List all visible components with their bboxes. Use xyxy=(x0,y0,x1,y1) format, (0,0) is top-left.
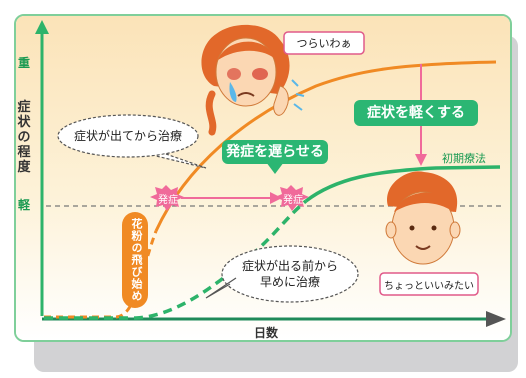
y-axis-arrowhead xyxy=(35,20,49,34)
early-treatment-label: 初期療法 xyxy=(442,152,486,165)
bubble-before-symptoms xyxy=(221,245,359,303)
delay-box-pointer xyxy=(266,162,284,174)
delay-arrow-head xyxy=(270,192,282,204)
suffering-caption-box xyxy=(283,31,365,55)
suffering-face-illustration xyxy=(201,24,305,136)
pollen-start-label: 花粉の飛び始め xyxy=(130,218,143,302)
pollen-start-pill xyxy=(122,212,148,308)
diagram-card: 重 症状の程度 軽 日数 症状が出てから治療 症状が出る前から 早めに治療 発症… xyxy=(14,14,512,342)
onset-label-2: 発症 xyxy=(283,195,303,206)
x-axis-arrowhead xyxy=(486,311,506,327)
y-low-label: 軽 xyxy=(18,198,31,212)
y-high-label: 重 xyxy=(18,56,31,70)
onset-label-1: 発症 xyxy=(158,195,178,206)
lighten-arrow-head xyxy=(415,154,427,166)
suffering-caption: つらいわぁ xyxy=(296,37,352,50)
diagram-canvas xyxy=(16,16,510,340)
lighten-symptoms-box: 症状を軽くする xyxy=(354,100,478,126)
x-axis-title: 日数 xyxy=(254,326,279,340)
onset-burst-2 xyxy=(275,185,309,211)
callout-before-line-2: 早めに治療 xyxy=(259,275,320,289)
green-curve-early-treatment xyxy=(304,165,501,203)
bubble-before-symptoms-tail xyxy=(205,277,237,299)
mild-caption-box xyxy=(379,272,479,296)
onset-burst-1 xyxy=(150,185,184,211)
y-axis-title: 症状の程度 xyxy=(17,100,31,175)
delay-onset-box: 発症を遅らせる xyxy=(222,140,328,164)
orange-curve-after-treatment xyxy=(154,60,497,232)
bubble-after-symptoms-tail xyxy=(155,153,207,169)
bubble-after-symptoms xyxy=(57,114,199,158)
mild-face-illustration xyxy=(385,171,461,265)
mild-caption: ちょっといいみたい xyxy=(384,281,474,292)
orange-curve-dashed xyxy=(44,230,158,319)
callout-before-line-1: 症状が出る前から xyxy=(241,259,338,273)
callout-after-symptoms: 症状が出てから治療 xyxy=(73,129,182,143)
